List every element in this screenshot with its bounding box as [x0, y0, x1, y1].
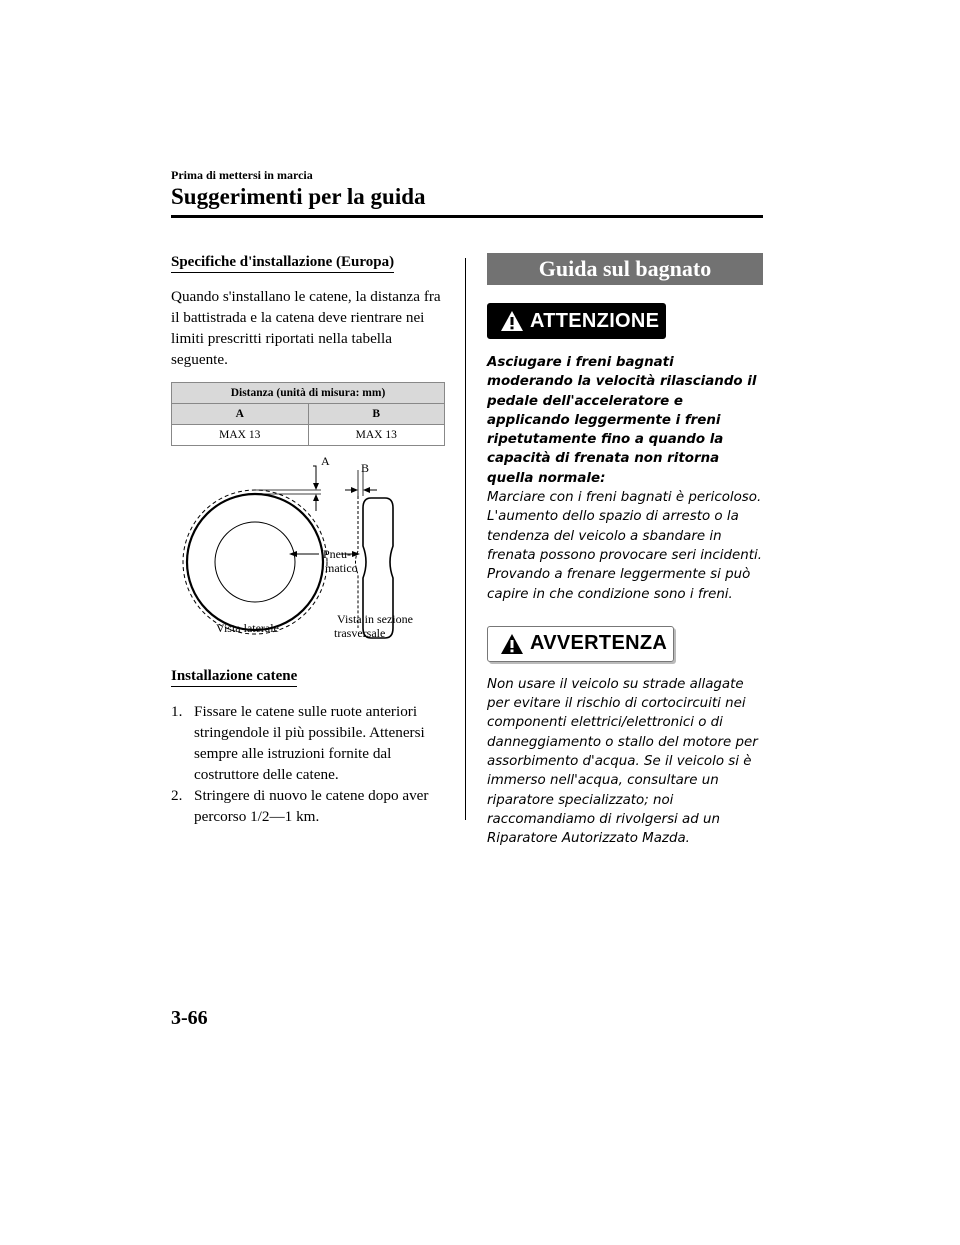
chain-outline: [182, 489, 328, 635]
table-caption: Distanza (unità di misura: mm): [171, 382, 445, 404]
left-column: Specifiche d'installazione (Europa) Quan…: [171, 253, 445, 827]
page-number: 3-66: [171, 1007, 208, 1029]
column-divider: [465, 258, 466, 820]
spec-heading: Specifiche d'installazione (Europa): [171, 254, 395, 273]
label-b: B: [361, 461, 370, 475]
attention-text: Marciare con i freni bagnati è pericolos…: [487, 490, 762, 602]
list-item: 2. Stringere di nuovo le catene dopo ave…: [171, 785, 445, 827]
label-cross-line1: Vista in sezione: [337, 612, 413, 626]
wheel-rim: [214, 521, 296, 603]
step-text: Fissare le catene sulle ruote anteriori …: [194, 703, 425, 783]
warning-triangle-icon: [501, 311, 523, 331]
tire-outer: [185, 492, 325, 632]
table-value-a: MAX 13: [171, 424, 309, 446]
diagram-drawing: [182, 465, 394, 639]
label-side-view: Vista laterale: [216, 621, 279, 635]
chain-clearance-diagram: A B Pneu- matico Vista laterale Vista in…: [171, 454, 445, 651]
install-heading: Installazione catene: [171, 668, 298, 687]
tire-cross-section: [362, 497, 394, 639]
right-column: Guida sul bagnato ATTENZIONE Asciugare i…: [487, 253, 763, 849]
chain-cross-section: [355, 496, 359, 628]
attention-box: ATTENZIONE: [487, 303, 667, 339]
step-text: Stringere di nuovo le catene dopo aver p…: [194, 787, 429, 825]
label-tire-line2: matico: [325, 561, 358, 575]
warning-triangle-icon: [501, 633, 523, 654]
label-cross-line2: trasversale: [334, 626, 386, 640]
spec-paragraph: Quando s'installano le catene, la distan…: [171, 288, 441, 368]
label-a: A: [321, 454, 330, 468]
section-banner: Guida sul bagnato: [487, 253, 763, 285]
step-number: 1.: [171, 703, 183, 720]
table-header-b: B: [307, 403, 445, 425]
header-rule: [171, 215, 763, 218]
table-value-b: MAX 13: [307, 424, 445, 446]
warning-box: AVVERTENZA: [487, 625, 675, 662]
chapter-label: Prima di mettersi in marcia: [171, 168, 313, 182]
warning-text: Non usare il veicolo su strade allagate …: [487, 676, 758, 847]
spec-table: Distanza (unità di misura: mm) A B MAX 1…: [171, 382, 445, 446]
step-number: 2.: [171, 787, 183, 804]
label-tire-line1: Pneu-: [323, 547, 351, 561]
page-title: Suggerimenti per la guida: [171, 184, 426, 209]
attention-label: ATTENZIONE: [530, 309, 660, 332]
install-steps: 1. Fissare le catene sulle ruote anterio…: [171, 701, 445, 827]
table-header-a: A: [171, 403, 309, 425]
attention-bold-text: Asciugare i freni bagnati moderando la v…: [487, 355, 757, 486]
list-item: 1. Fissare le catene sulle ruote anterio…: [171, 701, 445, 785]
warning-label: AVVERTENZA: [530, 632, 668, 655]
